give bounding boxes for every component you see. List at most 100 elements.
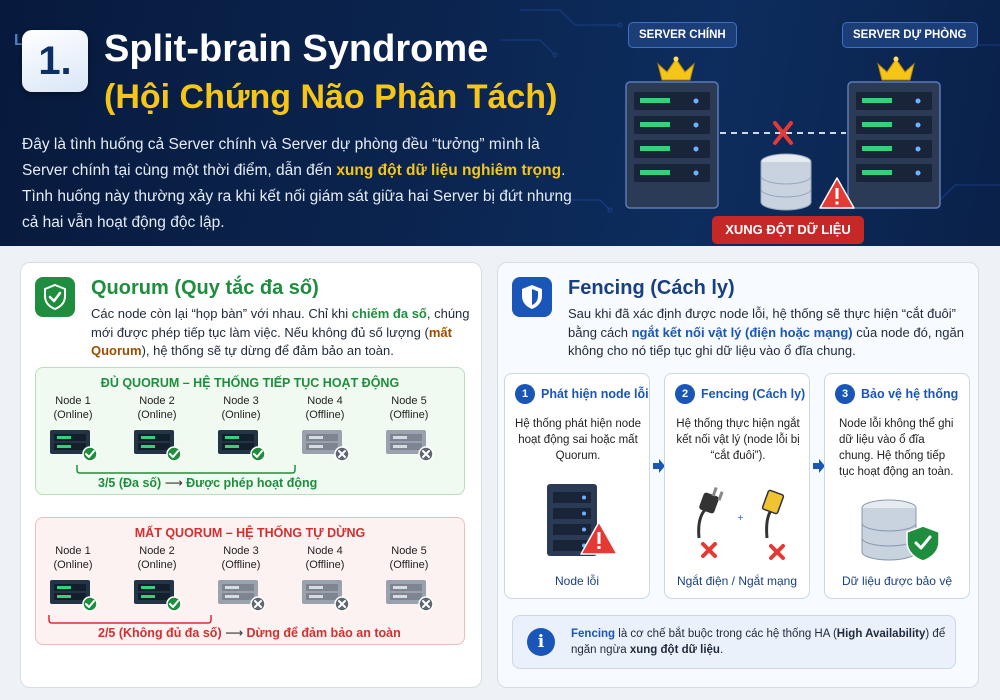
node-name: Node 2 — [139, 545, 175, 557]
note-highlight-conflict: xung đột dữ liệu — [629, 644, 720, 656]
header-desc-highlight: xung đột dữ liệu nghiêm trọng — [336, 162, 562, 179]
quorum-lost-result-text: Dừng để đảm bảo an toàn — [246, 626, 401, 640]
quorum-ok-node-2: Node 2(Online) — [122, 394, 192, 462]
quorum-title: Quorum (Quy tắc đa số) — [91, 277, 319, 299]
step-text: Hệ thống thực hiện ngắt kết nối vật lý (… — [676, 418, 800, 462]
database-icon — [760, 153, 812, 211]
hero-banner: LANIT 1. Split-brain Syndrome (Hội Chứng… — [0, 0, 1000, 246]
quorum-desc-text-1: Các node còn lại “họp bàn” với nhau. Chỉ… — [91, 306, 352, 321]
node-name: Node 5 — [391, 395, 427, 407]
header-desc-text-2: . Tình huống này thường xảy ra khi kết n… — [22, 162, 572, 231]
quorum-desc-text-2: , chúng mới được phép tiếp tục làm việc.… — [91, 306, 470, 340]
fencing-title: Fencing (Cách ly) — [568, 277, 735, 299]
server-offline-icon — [216, 578, 266, 612]
step-title: Bảo vệ hệ thống — [861, 387, 959, 401]
quorum-ok-result-text: Được phép hoạt động — [186, 476, 318, 490]
node-status: (Offline) — [389, 409, 429, 421]
header-desc-text-1: Đây là tình huống cả Server chính và Ser… — [22, 136, 540, 179]
quorum-lost-node-3: Node 3(Offline) — [206, 544, 276, 612]
server-online-icon — [48, 578, 98, 612]
node-name: Node 5 — [391, 545, 427, 557]
node-status: (Offline) — [305, 559, 345, 571]
step-number: 3 — [835, 384, 855, 404]
quorum-lost-node-2: Node 2 (Online) — [122, 544, 192, 612]
arrow-right-icon — [653, 459, 665, 473]
quorum-desc-highlight-majority: chiếm đa số — [351, 306, 427, 321]
step-title: Fencing (Cách ly) — [701, 387, 806, 401]
node-name: Node 4 — [307, 395, 343, 407]
node-name: Node 3 — [223, 545, 259, 557]
quorum-ok-title: ĐỦ QUORUM – HỆ THỐNG TIẾP TỤC HOẠT ĐỘNG — [100, 376, 400, 390]
quorum-panel: Quorum (Quy tắc đa số) Các node còn lại … — [20, 262, 482, 688]
step-caption: Ngắt điện / Ngắt mạng — [676, 574, 798, 588]
header-description: Đây là tình huống cả Server chính và Ser… — [22, 132, 582, 236]
node-status: (Online) — [53, 409, 93, 421]
quorum-ok-node-3: Node 3 (Online) — [206, 394, 276, 462]
step-caption: Node lỗi — [554, 574, 600, 588]
quorum-ok-node-5: Node 5 (Offline) — [374, 394, 444, 462]
server-offline-icon — [384, 428, 434, 462]
server-backup-rack-icon — [847, 81, 941, 209]
quorum-lost-box: MẤT QUORUM – HỆ THỐNG TỰ DỪNG Node 1(Onl… — [35, 517, 465, 645]
step-text: Hệ thống phát hiện node hoạt động sai ho… — [515, 418, 641, 462]
power-network-cut-icon: + — [697, 487, 785, 560]
step-title: Phát hiện node lỗi — [541, 387, 649, 401]
majority-bracket — [76, 465, 296, 474]
quorum-lost-node-5: Node 5 (Offline) — [374, 544, 444, 612]
svg-text:+: + — [737, 513, 744, 522]
page-subtitle: (Hội Chứng Não Phân Tách) — [104, 78, 558, 116]
step-caption: Dữ liệu được bảo vệ — [842, 574, 952, 588]
server-backup-label: SERVER DỰ PHÒNG — [842, 22, 978, 48]
page-title: Split-brain Syndrome — [104, 28, 489, 70]
node-status: (Online) — [137, 409, 177, 421]
node-name: Node 3 — [223, 395, 259, 407]
server-main-label: SERVER CHÍNH — [628, 22, 737, 48]
shield-check-icon — [35, 277, 75, 317]
quorum-lost-node-4: Node 4(Offline) — [290, 544, 360, 612]
arrow-right-icon — [813, 459, 825, 473]
node-status: (Online) — [137, 559, 177, 571]
fencing-note: i Fencing là cơ chế bắt buộc trong các h… — [512, 615, 956, 669]
node-status: (Offline) — [305, 409, 345, 421]
quorum-ok-box: ĐỦ QUORUM – HỆ THỐNG TIẾP TỤC HOẠT ĐỘNG … — [35, 367, 465, 495]
warning-icon — [819, 177, 855, 209]
fencing-step-3: 3 Bảo vệ hệ thống Node lỗi không thể ghi … — [824, 373, 970, 599]
quorum-lost-result: 2/5 (Không đủ đa số) ⟶ Dừng để đảm bảo a… — [98, 625, 401, 640]
right-arrow-icon: ⟶ — [164, 476, 183, 490]
quorum-ok-count: 3/5 (Đa số) — [98, 476, 162, 490]
step-text: Node lỗi không thể ghi dữ liệu vào ổ đĩa… — [839, 418, 954, 478]
node-status: (Online) — [53, 559, 93, 571]
quorum-ok-node-1: Node 1 (Online) — [38, 394, 108, 462]
broken-connection-icon — [720, 121, 846, 145]
fencing-step-2: 2 Fencing (Cách ly) Hệ thống thực hiện ng… — [664, 373, 810, 599]
server-online-icon — [48, 428, 98, 462]
note-text-2: ) để ngăn ngừa — [571, 628, 946, 656]
note-highlight-fencing: Fencing — [571, 628, 616, 640]
server-main-rack-icon — [625, 81, 719, 209]
server-online-icon — [132, 428, 182, 462]
crown-icon — [877, 56, 915, 81]
note-text-3: . — [719, 644, 724, 656]
quorum-lost-count: 2/5 (Không đủ đa số) — [98, 626, 222, 640]
protected-database-icon — [861, 499, 940, 562]
fencing-desc-text-1: Sau khi đã xác định được node lỗi, hệ th… — [568, 306, 957, 340]
fencing-description: Sau khi đã xác định được node lỗi, hệ th… — [568, 305, 964, 361]
crown-icon — [657, 56, 695, 81]
data-conflict-badge: XUNG ĐỘT DỮ LIỆU — [712, 216, 864, 244]
step-number: 2 — [675, 384, 695, 404]
node-status: (Offline) — [389, 559, 429, 571]
note-highlight-ha: High Availability — [836, 628, 926, 640]
quorum-lost-node-1: Node 1(Online) — [38, 544, 108, 612]
quorum-lost-title: MẤT QUORUM – HỆ THỐNG TỰ DỪNG — [134, 526, 366, 540]
quorum-ok-node-4: Node 4 (Offline) — [290, 394, 360, 462]
server-online-icon — [132, 578, 182, 612]
minority-bracket — [48, 615, 212, 624]
note-text-1: là cơ chế bắt buộc trong các hệ thống HA… — [615, 628, 837, 640]
node-name: Node 1 — [55, 395, 91, 407]
server-offline-icon — [384, 578, 434, 612]
quorum-desc-text-3: ), hệ thống sẽ tự dừng để đảm bảo an toà… — [141, 343, 394, 358]
info-icon: i — [527, 628, 555, 656]
node-status: (Online) — [221, 409, 261, 421]
server-offline-icon — [300, 428, 350, 462]
